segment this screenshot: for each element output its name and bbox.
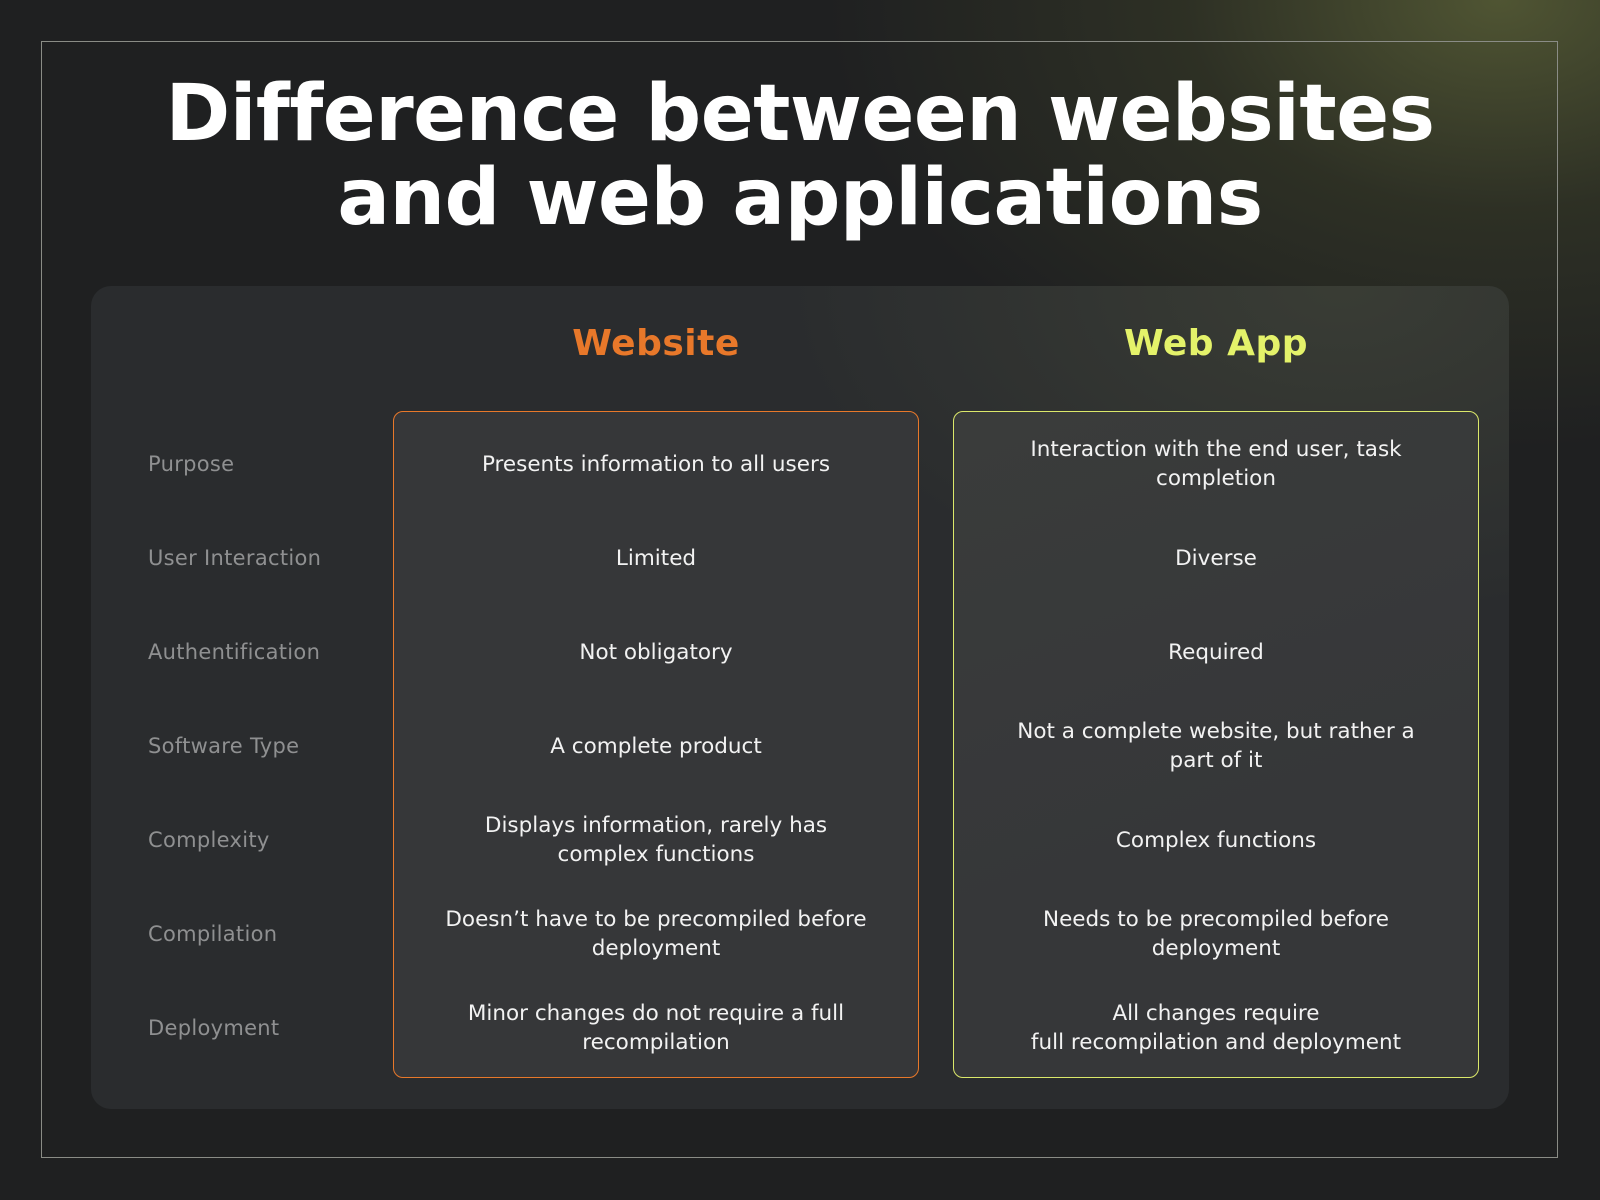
- website-column-box: Presents information to all users Limite…: [393, 411, 919, 1078]
- row-label-purpose: Purpose: [148, 452, 235, 476]
- row-labels: Purpose User Interaction Authentificatio…: [148, 417, 378, 1075]
- column-header-web-app: Web App: [1123, 323, 1309, 364]
- webapp-cell-software-type: Not a complete website, but rather a par…: [1017, 719, 1415, 773]
- website-cell-complexity: Displays information, rarely has complex…: [484, 813, 828, 867]
- webapp-cell-compilation: Needs to be precompiled before deploymen…: [1042, 907, 1389, 961]
- website-cell-authentification: Not obligatory: [579, 639, 733, 665]
- row-label-compilation: Compilation: [148, 922, 278, 946]
- webapp-cell-authentification: Required: [1168, 639, 1264, 665]
- row-label-user-interaction: User Interaction: [148, 546, 322, 570]
- row-label-deployment: Deployment: [148, 1016, 280, 1040]
- website-cell-compilation: Doesn’t have to be precompiled before de…: [445, 907, 867, 961]
- webapp-cell-purpose: Interaction with the end user, task comp…: [1030, 437, 1402, 491]
- webapp-cell-user-interaction: Diverse: [1175, 545, 1257, 571]
- website-cell-user-interaction: Limited: [615, 545, 697, 571]
- website-cell-deployment: Minor changes do not require a full reco…: [467, 1001, 845, 1055]
- page-title: Difference between websites and web appl…: [0, 72, 1600, 240]
- row-label-software-type: Software Type: [148, 734, 300, 758]
- row-label-authentification: Authentification: [148, 640, 321, 664]
- webapp-cell-deployment: All changes require full recompilation a…: [1030, 1001, 1402, 1055]
- website-cell-purpose: Presents information to all users: [481, 451, 831, 477]
- row-label-complexity: Complexity: [148, 828, 270, 852]
- column-header-website: Website: [572, 323, 740, 364]
- title-line-1: Difference between websites: [165, 69, 1435, 159]
- web-app-column-box: Interaction with the end user, task comp…: [953, 411, 1479, 1078]
- outer-frame-border: [41, 41, 1558, 1158]
- website-cell-software-type: A complete product: [550, 733, 762, 759]
- webapp-cell-complexity: Complex functions: [1115, 827, 1317, 853]
- title-line-2: and web applications: [337, 153, 1263, 243]
